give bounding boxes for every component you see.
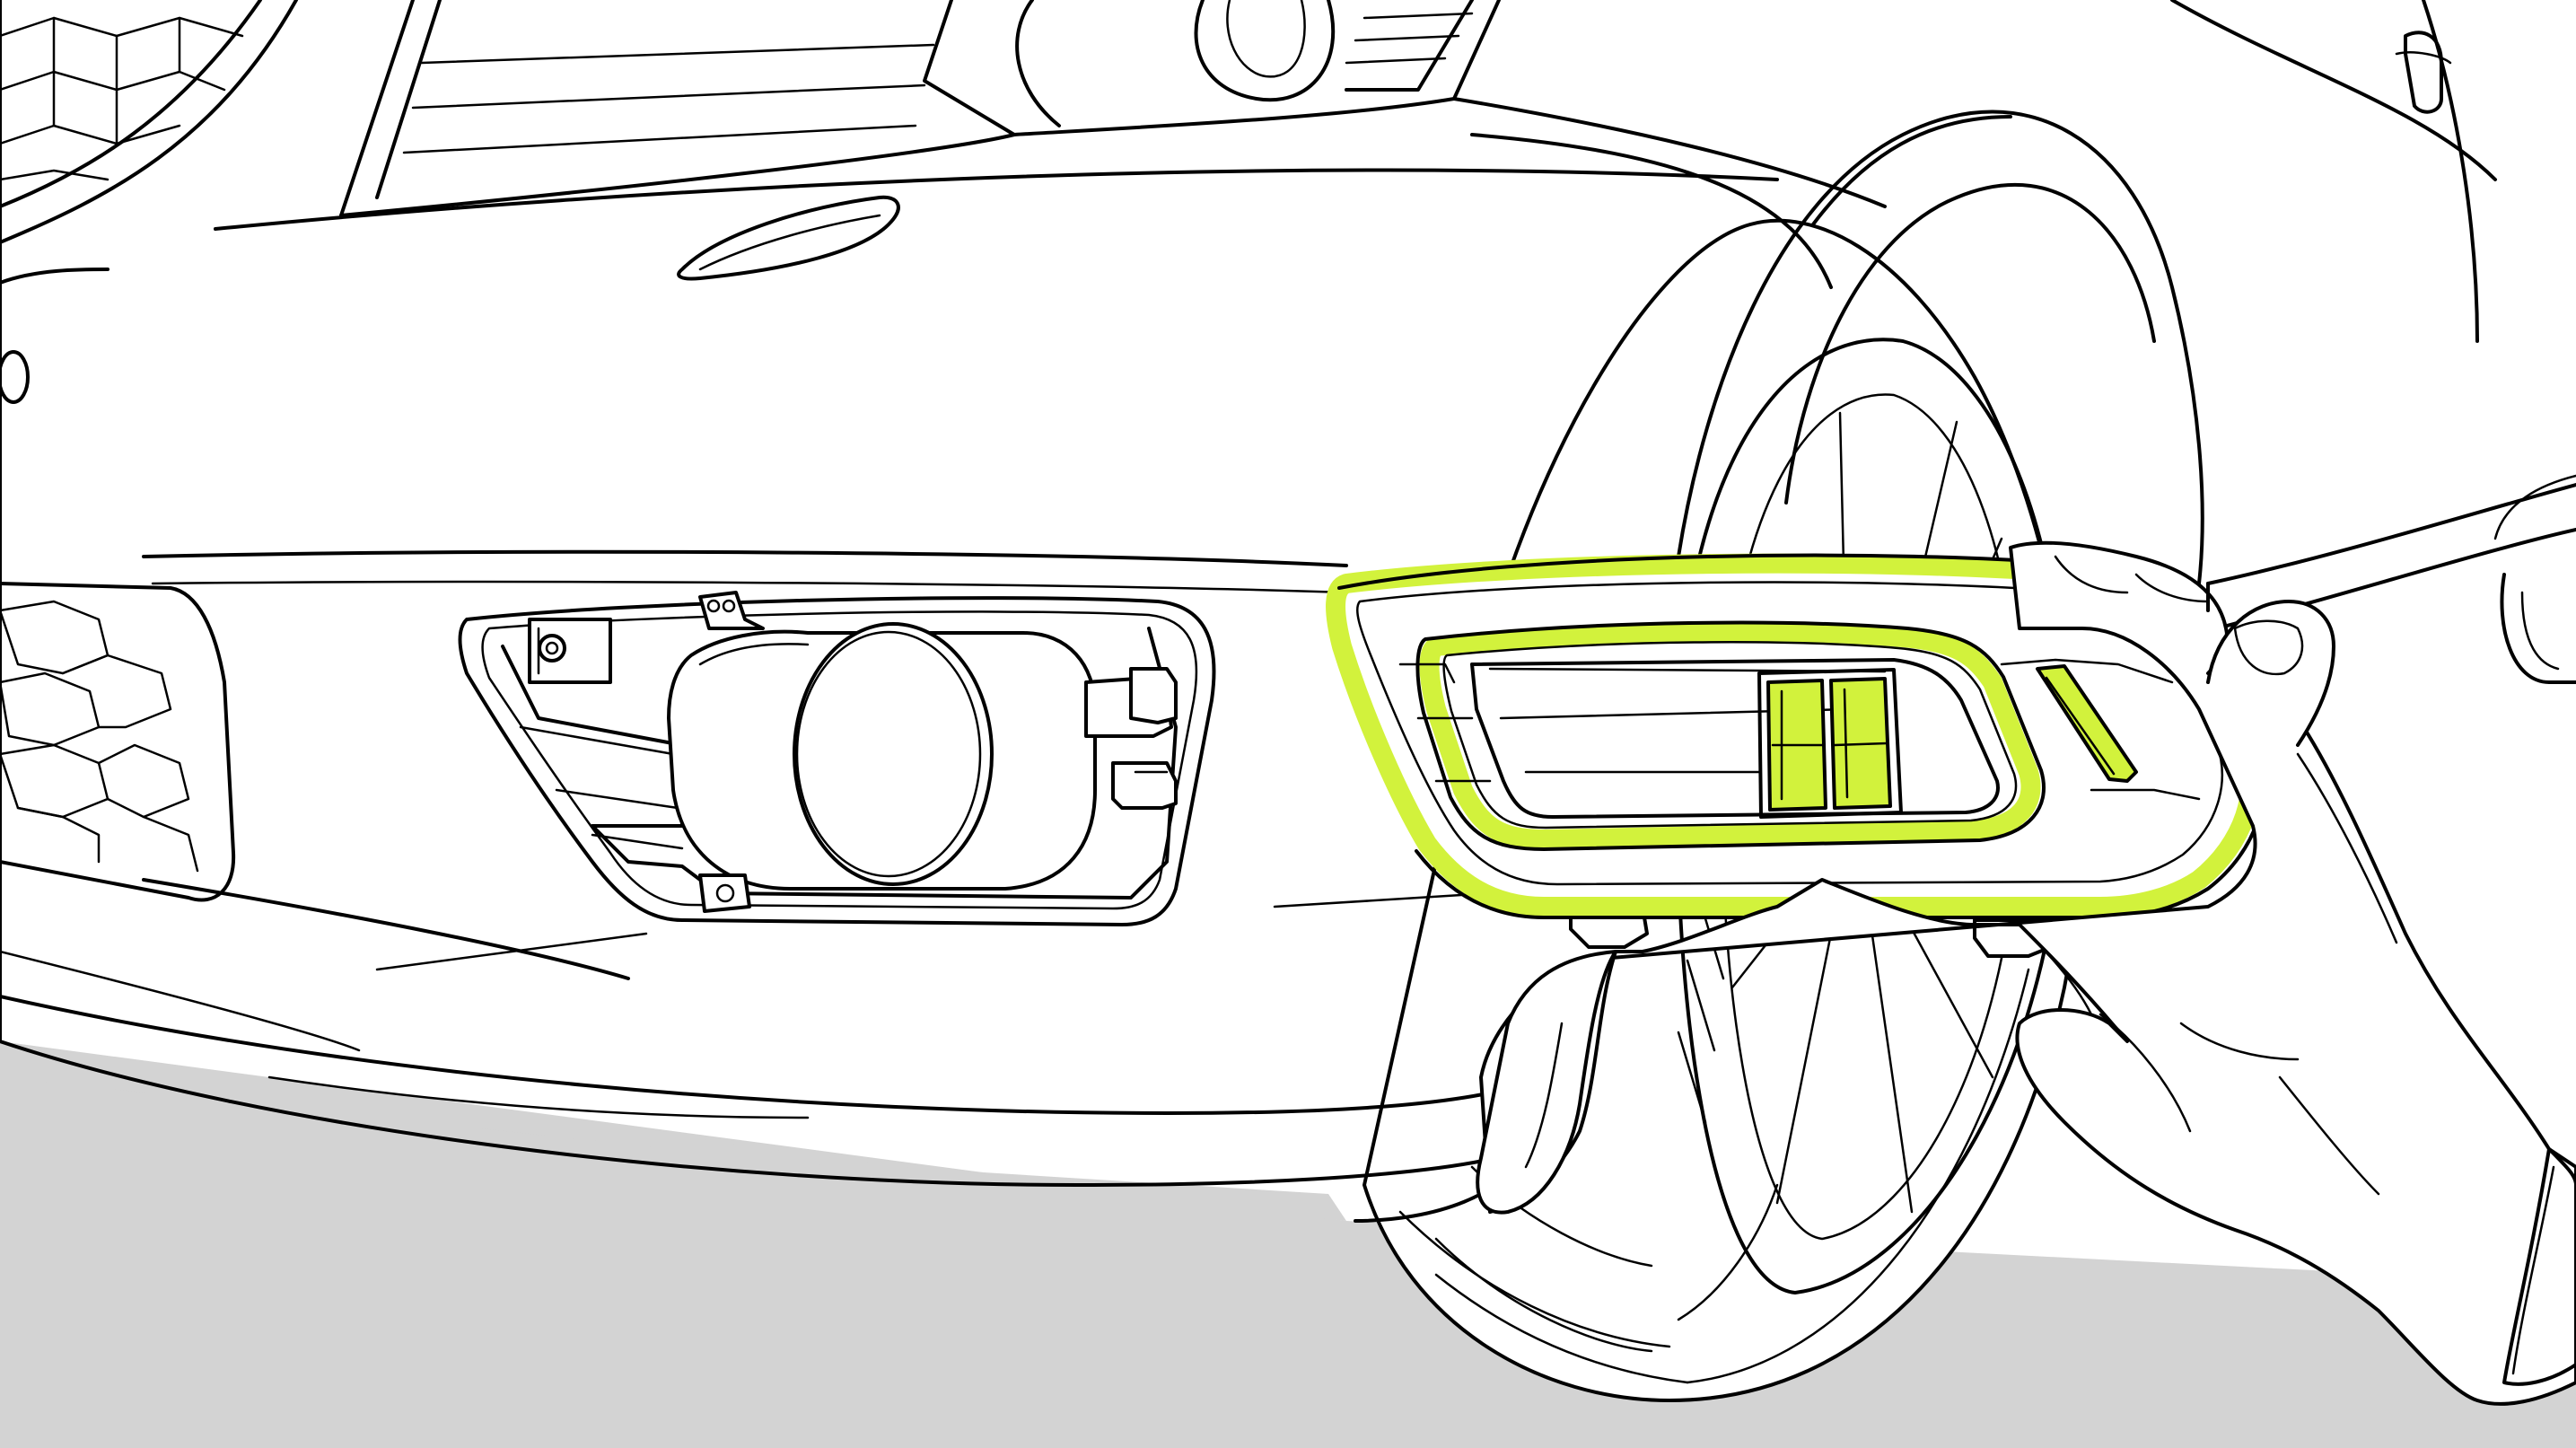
wheel-arch [1677,110,2204,585]
ground-shadow-left [0,1041,1346,1221]
fog-lamp-housing-left [458,591,1216,926]
mounting-tab-lower [698,873,751,913]
headlight-lens [1194,0,1336,102]
front-bumper [0,549,1564,1223]
car-body [0,0,2576,1043]
fender-badge [2404,31,2443,114]
headlight [0,0,1501,404]
fog-lamp-cover-removed [1326,553,2266,958]
lower-grille-left [0,582,236,902]
fog-lamp-lens [793,622,994,886]
index-finger [1476,950,1617,1215]
side-reflector [2036,664,2138,783]
mounting-bracket-upper [528,618,612,684]
hand [1476,540,2576,1406]
upper-grille [0,0,298,244]
wheel-rim [1675,338,2067,1294]
washer-cover [677,195,900,281]
